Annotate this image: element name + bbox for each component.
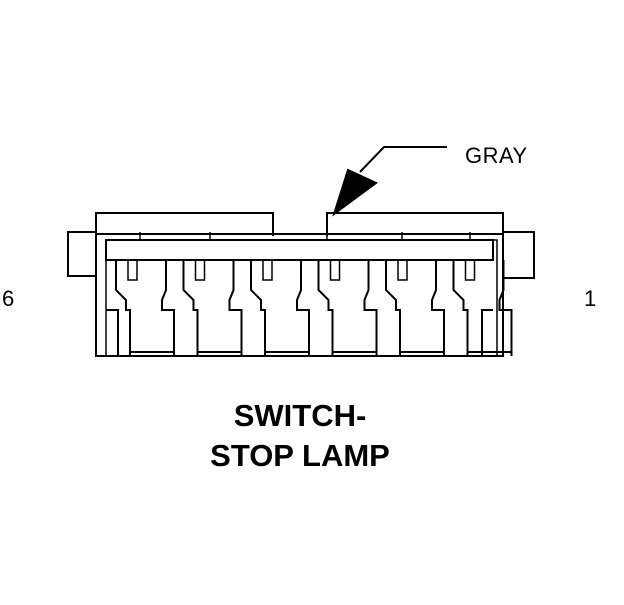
top-rib-left (95, 212, 274, 236)
pin-1-label: 1 (584, 286, 597, 311)
terminal-cavity-left-wall (317, 260, 334, 356)
terminal-cavity-right-wall (363, 260, 378, 356)
terminal-cavities (106, 259, 513, 356)
terminal-cavity-left-wall (452, 260, 469, 356)
latch-left (67, 231, 96, 277)
terminal-window (262, 259, 273, 281)
terminal-cavity-left-wall (385, 260, 401, 356)
terminal-window (329, 259, 341, 281)
terminal-cavity-left-wall (115, 260, 131, 356)
terminal-window (127, 259, 138, 281)
rail-ticks (139, 232, 471, 240)
gray-wire-arrowhead (332, 168, 378, 217)
pin-6-label: 6 (2, 286, 15, 311)
connector-title-line2: STOP LAMP (210, 438, 390, 473)
terminal-cavity-left-wall (250, 260, 266, 356)
terminal-cavity-right-wall (431, 260, 445, 356)
terminal-rail (105, 239, 494, 261)
latch-right (503, 231, 535, 279)
connector-title-line1: SWITCH- (233, 398, 367, 433)
terminal-cavity-right-wall (296, 260, 310, 356)
edge-post-right (481, 309, 493, 356)
terminal-cavity-left-wall (182, 260, 199, 356)
connector-inner-frame (105, 239, 498, 357)
gray-wire-leader (359, 146, 447, 173)
wire-color-label: GRAY (465, 143, 528, 168)
terminal-cavity-right-wall (228, 260, 243, 356)
edge-post-left (106, 309, 119, 356)
terminal-window (194, 259, 206, 281)
top-rib-right (326, 212, 504, 236)
terminal-cavity-right-wall (498, 260, 513, 356)
terminal-window (464, 259, 476, 281)
terminal-cavity-right-wall (161, 260, 175, 356)
terminal-window (397, 259, 408, 281)
